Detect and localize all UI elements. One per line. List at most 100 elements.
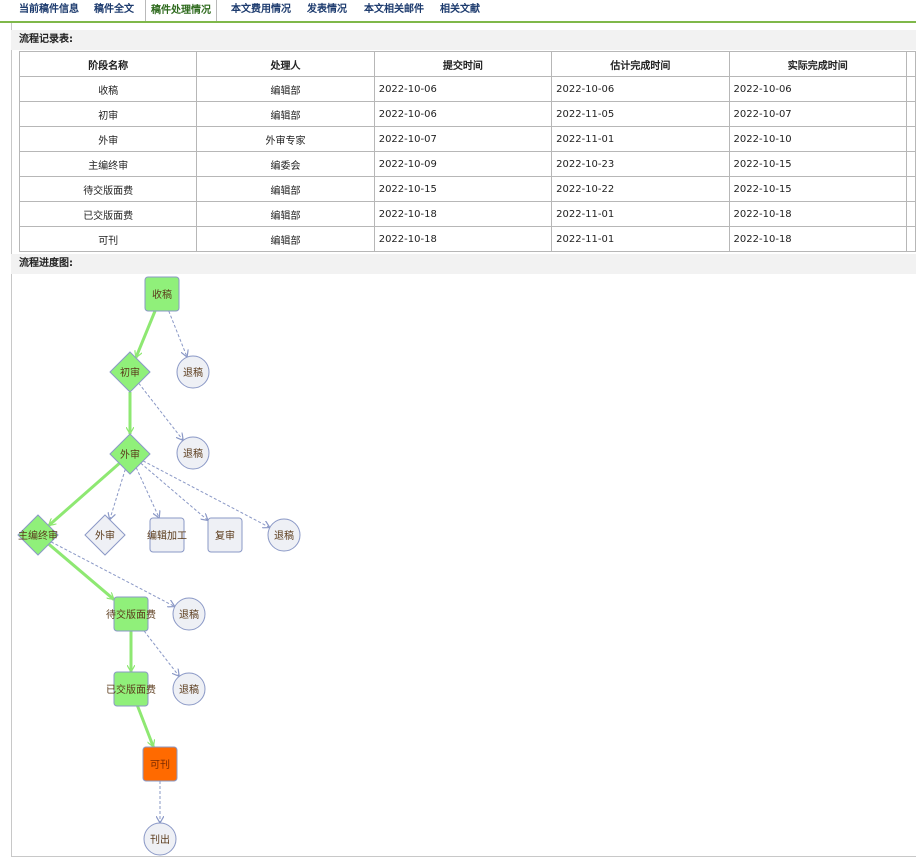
flow-node-label: 退稿 [179, 683, 199, 696]
flow-node-shape [176, 355, 210, 389]
flow-edge-n1-n2 [136, 310, 157, 358]
cell-filler [905, 226, 916, 252]
col-header-handler: 处理人 [196, 51, 375, 77]
flow-edge-n2-n5 [138, 382, 183, 440]
cell-estimated-time: 2022-10-22 [551, 176, 730, 202]
flow-node-label: 退稿 [183, 366, 203, 379]
flow-node-n8: 编辑加工 [147, 517, 187, 553]
cell-estimated-time: 2022-11-01 [551, 226, 730, 252]
flow-node-shape [207, 517, 243, 553]
cell-estimated-time: 2022-10-06 [551, 76, 730, 102]
flow-edge-n1-n3 [168, 310, 187, 357]
cell-submit-time: 2022-10-18 [373, 226, 553, 252]
cell-handler: 编辑部 [196, 101, 375, 127]
tab-current-manuscript-info[interactable]: 当前稿件信息 [19, 4, 79, 15]
flow-node-shape [176, 436, 210, 470]
flow-node-label: 待交版面费 [106, 608, 156, 621]
flow-node-shape [172, 672, 206, 706]
flow-node-shape [172, 597, 206, 631]
flow-chart-title: 流程进度图: [11, 254, 916, 274]
flow-edge-n13-n15 [136, 705, 154, 747]
cell-estimated-time: 2022-11-01 [551, 126, 730, 152]
cell-actual-time: 2022-10-07 [728, 101, 907, 127]
flow-edge-n6-n12 [50, 541, 175, 607]
flow-node-label: 主编终审 [18, 529, 58, 542]
col-header-stage: 阶段名称 [18, 51, 198, 77]
flow-node-shape [144, 276, 180, 312]
cell-actual-time: 2022-10-18 [728, 226, 907, 252]
flow-node-shape [149, 517, 185, 553]
flow-edge-n6-n11 [47, 543, 115, 601]
flow-edge-n4-n9 [140, 462, 208, 520]
flow-node-shape [143, 822, 177, 856]
tab-processing-status[interactable]: 稿件处理情况 [145, 0, 217, 21]
flow-node-label: 退稿 [183, 447, 203, 460]
table-row: 已交版面费 编辑部 2022-10-18 2022-11-01 2022-10-… [18, 201, 916, 227]
flow-node-n7: 外审 [84, 514, 126, 556]
flow-edge-n11-n14 [143, 630, 179, 676]
flow-node-shape [17, 514, 59, 556]
cell-stage: 可刊 [18, 226, 198, 252]
table-row: 可刊 编辑部 2022-10-18 2022-11-01 2022-10-18 [18, 226, 916, 252]
cell-stage: 外审 [18, 126, 198, 152]
flow-node-n10: 退稿 [267, 518, 301, 552]
flow-node-label: 外审 [120, 448, 140, 461]
content-panel [11, 23, 916, 857]
flow-node-label: 刊出 [150, 833, 170, 846]
cell-actual-time: 2022-10-15 [728, 176, 907, 202]
table-row: 待交版面费 编辑部 2022-10-15 2022-10-22 2022-10-… [18, 176, 916, 202]
flow-node-n6: 主编终审 [17, 514, 59, 556]
cell-stage: 主编终审 [18, 151, 198, 177]
flow-node-label: 已交版面费 [106, 683, 156, 696]
tab-bar: 当前稿件信息 稿件全文 稿件处理情况 本文费用情况 发表情况 本文相关邮件 相关… [0, 0, 916, 23]
flow-node-label: 初审 [120, 366, 140, 379]
cell-stage: 待交版面费 [18, 176, 198, 202]
cell-actual-time: 2022-10-06 [728, 76, 907, 102]
flow-edge-n4-n8 [135, 467, 159, 518]
flow-node-n2: 初审 [109, 351, 151, 393]
flow-node-n3: 退稿 [176, 355, 210, 389]
flow-node-n15: 可刊 [142, 746, 178, 782]
cell-stage: 收稿 [18, 76, 198, 102]
flow-node-shape [142, 746, 178, 782]
table-header-row: 阶段名称 处理人 提交时间 估计完成时间 实际完成时间 [18, 51, 916, 77]
process-record-table: 阶段名称 处理人 提交时间 估计完成时间 实际完成时间 收稿 编辑部 2022-… [18, 51, 916, 252]
flow-node-n4: 外审 [109, 433, 151, 475]
flow-node-label: 复审 [215, 529, 235, 542]
flow-node-shape [267, 518, 301, 552]
tab-publication[interactable]: 发表情况 [307, 4, 347, 15]
tab-fees[interactable]: 本文费用情况 [231, 4, 291, 15]
cell-actual-time: 2022-10-10 [728, 126, 907, 152]
flow-node-n14: 退稿 [172, 672, 206, 706]
flow-edge-n4-n7 [110, 469, 126, 519]
flow-node-label: 外审 [95, 529, 115, 542]
flow-node-shape [84, 514, 126, 556]
flow-node-n13: 已交版面费 [106, 671, 156, 707]
cell-handler: 编辑部 [196, 201, 375, 227]
flow-node-n1: 收稿 [144, 276, 180, 312]
flow-node-shape [109, 433, 151, 475]
flow-node-n16: 刊出 [143, 822, 177, 856]
col-header-estimated-time: 估计完成时间 [551, 51, 730, 77]
tab-full-text[interactable]: 稿件全文 [94, 4, 134, 15]
flow-node-n11: 待交版面费 [106, 596, 156, 632]
flow-node-n12: 退稿 [172, 597, 206, 631]
flow-node-shape [109, 351, 151, 393]
cell-submit-time: 2022-10-06 [373, 76, 553, 102]
tab-related-literature[interactable]: 相关文献 [440, 4, 480, 15]
tab-related-emails[interactable]: 本文相关邮件 [364, 4, 424, 15]
flow-node-label: 可刊 [150, 759, 170, 771]
col-header-submit-time: 提交时间 [373, 51, 553, 77]
flow-node-n5: 退稿 [176, 436, 210, 470]
flow-node-shape [113, 596, 149, 632]
flow-node-n9: 复审 [207, 517, 243, 553]
table-row: 收稿 编辑部 2022-10-06 2022-10-06 2022-10-06 [18, 76, 916, 102]
record-table-title: 流程记录表: [11, 30, 916, 50]
col-header-actual-time: 实际完成时间 [728, 51, 907, 77]
flow-node-label: 退稿 [179, 608, 199, 621]
flow-node-label: 退稿 [274, 529, 294, 542]
flow-node-shape [113, 671, 149, 707]
flow-edge-n4-n10 [142, 460, 270, 528]
flow-node-label: 编辑加工 [147, 529, 187, 542]
